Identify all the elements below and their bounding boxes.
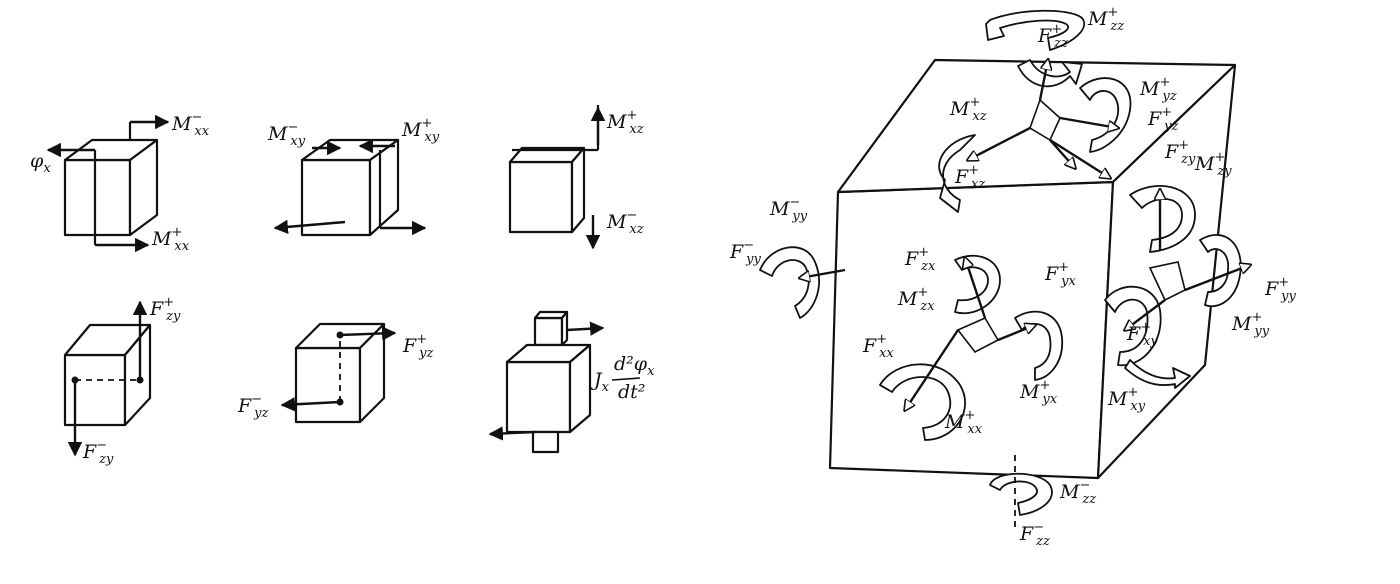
label-inertia-num: d²φx xyxy=(614,353,655,379)
label-big-mxz-plus: M+xz xyxy=(949,95,987,124)
label-big-fzz-plus: F+zz xyxy=(1037,22,1068,51)
label-big-myx-plus: M+yx xyxy=(1019,378,1058,407)
label-big-myy-plus: M+yy xyxy=(1231,310,1270,339)
label-big-myy-minus: M−yy xyxy=(769,195,808,224)
label-big-fxx-plus: F+xx xyxy=(862,332,894,361)
label-big-fzy-plus: F+zy xyxy=(1164,138,1196,167)
label-fyz-minus: F−yz xyxy=(237,392,268,421)
big-cube xyxy=(759,9,1250,530)
label-inertia-den: dt² xyxy=(618,381,645,403)
label-mxy-minus: M−xy xyxy=(267,120,306,149)
cube-inertia xyxy=(488,310,641,454)
label-big-mxx-plus: M+xx xyxy=(944,408,983,437)
cube-rotation-x xyxy=(46,114,170,253)
cube-shear-xz xyxy=(508,105,606,250)
label-fyz-plus: F+yz xyxy=(402,332,433,361)
cube-force-yz xyxy=(280,322,397,424)
labels: φx M−xx M+xx M−xy M+xy M+xz M−xz F+zy F−… xyxy=(30,5,1296,549)
label-phi-x: φx xyxy=(30,150,51,176)
label-fzy-minus: F−zy xyxy=(82,438,114,467)
label-big-fyy-plus: F+yy xyxy=(1264,275,1296,304)
label-big-fyz-plus: F+yz xyxy=(1147,105,1178,134)
label-mxz-plus: M+xz xyxy=(606,108,644,137)
label-big-mzz-plus: M+zz xyxy=(1087,5,1124,34)
label-big-mzx-plus: M+zx xyxy=(897,285,935,314)
label-mxx-minus: M−xx xyxy=(171,110,210,139)
cube-shear-xy xyxy=(273,138,427,237)
label-big-fzx-plus: F+zx xyxy=(904,245,936,274)
label-fzy-plus: F+zy xyxy=(149,295,181,324)
label-big-myz-plus: M+yz xyxy=(1139,75,1177,104)
label-big-mzy-plus: M+zy xyxy=(1194,150,1232,179)
label-mxx-plus: M+xx xyxy=(151,225,190,254)
label-big-fyy-minus: F−yy xyxy=(729,238,761,267)
label-mxy-plus: M+xy xyxy=(401,116,440,145)
cube-force-zy xyxy=(63,300,152,457)
label-mxz-minus: M−xz xyxy=(606,208,644,237)
label-big-mxy-plus: M+xy xyxy=(1107,385,1146,414)
label-big-fzz-minus: F−zz xyxy=(1019,520,1050,549)
label-big-fxy-plus: F+xy xyxy=(1126,320,1158,349)
label-big-fxz-plus: F+xz xyxy=(954,163,985,192)
label-inertia-j: Jx xyxy=(590,369,610,395)
label-big-mzz-minus: M−zz xyxy=(1059,478,1096,507)
label-big-fyx-plus: F+yx xyxy=(1044,260,1076,289)
